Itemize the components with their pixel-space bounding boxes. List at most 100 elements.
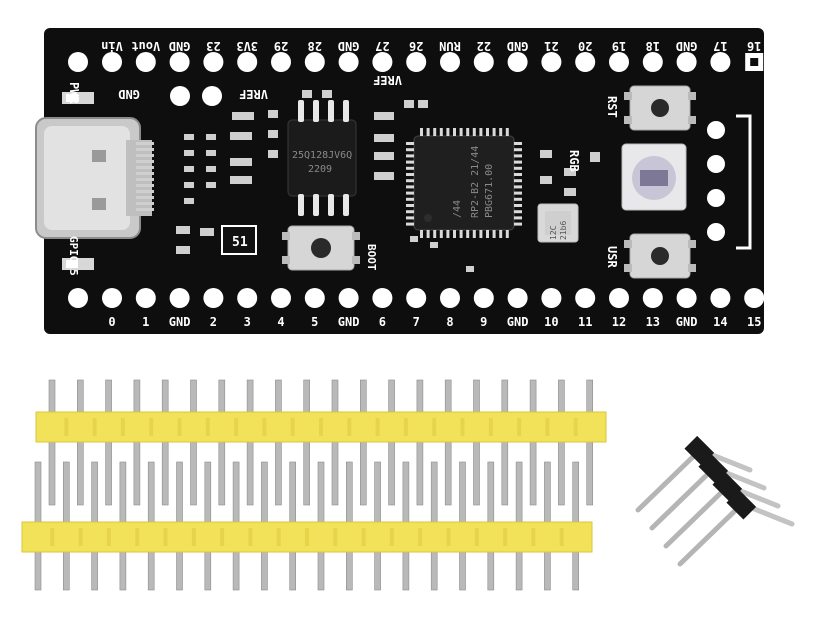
top-header-holes <box>68 52 764 72</box>
mcu-leg <box>439 230 443 238</box>
mcu-leg <box>459 230 463 238</box>
smd-part <box>374 112 394 120</box>
mcu-leg <box>472 230 476 238</box>
header-hole <box>609 52 629 72</box>
mcu-leg <box>433 128 437 136</box>
housing-notch <box>234 418 239 436</box>
usr-label: USR <box>605 246 619 268</box>
housing-notch <box>205 418 210 436</box>
mcu-leg <box>439 128 443 136</box>
usb-c-connector <box>35 117 154 239</box>
header-hole <box>440 288 460 308</box>
usb-contact <box>136 148 154 151</box>
housing-notch <box>333 528 338 546</box>
header-hole <box>710 52 731 72</box>
mcu-leg <box>406 154 414 158</box>
right-angle-housing-segment <box>726 489 757 520</box>
mcu-text-2: RP2-B2 21/44 <box>470 146 481 218</box>
header-hole <box>744 288 765 308</box>
header-hole <box>135 52 156 72</box>
vref-label-2: VREF <box>373 73 402 87</box>
header-hole <box>609 288 629 308</box>
mcu-leg <box>406 210 414 214</box>
usb-contact <box>136 166 154 169</box>
usb-contact <box>136 202 154 205</box>
bottom-pin-label: 5 <box>311 315 318 329</box>
top-pin-label: GND <box>676 39 698 53</box>
bottom-pin-label: 1 <box>142 315 149 329</box>
bottom-pin-label: 14 <box>713 315 727 329</box>
mcu-leg <box>514 204 522 207</box>
header-hole <box>710 288 731 308</box>
mcu-leg <box>466 128 470 136</box>
housing-notch <box>474 528 479 546</box>
flash-leg <box>343 100 349 122</box>
mcu-leg <box>459 128 463 136</box>
mcu-leg <box>433 230 437 238</box>
housing-notch <box>78 528 83 546</box>
flash-leg <box>298 100 304 122</box>
header-hole <box>203 52 224 72</box>
flash-leg <box>328 100 334 122</box>
header-hole <box>642 52 663 72</box>
header-hole <box>406 52 427 72</box>
usb-contact <box>136 154 154 157</box>
housing-notch <box>50 528 55 546</box>
mcu-leg <box>514 216 522 220</box>
header-hole <box>338 288 359 308</box>
mcu-leg <box>514 185 522 189</box>
gpio25-label: GPIO25 <box>67 236 80 276</box>
mcu-leg <box>406 179 414 183</box>
crystal-text-2: 21b6 <box>559 221 568 240</box>
housing-notch <box>177 418 182 436</box>
bottom-pin-label: 8 <box>446 315 453 329</box>
mcu-leg <box>426 128 430 136</box>
smd-part <box>374 172 394 180</box>
usb-contact <box>136 172 154 175</box>
bottom-pin-label: 10 <box>544 315 558 329</box>
top-pin-label: 3V3 <box>236 39 258 53</box>
header-hole <box>575 52 596 72</box>
usb-contact <box>136 208 154 211</box>
top-pin-label: 28 <box>308 39 322 53</box>
pin-header-strip-1 <box>35 379 607 506</box>
header-hole <box>338 52 359 72</box>
housing-notch <box>163 528 168 546</box>
top-pin-label: GND <box>507 39 529 53</box>
smd-part <box>184 150 194 156</box>
header-hole <box>676 288 697 308</box>
mcu-text-1: /44 <box>452 200 463 218</box>
smd-part <box>206 182 216 188</box>
housing-notch <box>276 528 281 546</box>
mcu-leg <box>514 191 522 195</box>
bottom-header-holes <box>68 288 765 308</box>
crystal-text-1: 12C <box>549 225 558 240</box>
flash-chip: 25Q128JV6Q 2209 <box>287 100 357 216</box>
housing-notch <box>149 418 154 436</box>
gpio25-led <box>62 258 94 270</box>
flash-leg <box>313 100 319 122</box>
housing-notch <box>531 528 536 546</box>
housing-notch <box>135 528 140 546</box>
mcu-leg <box>514 197 522 201</box>
smd-part <box>230 132 252 140</box>
bottom-pin-label: 11 <box>578 315 592 329</box>
smd-part <box>590 152 600 162</box>
right-angle-pin-leg <box>663 483 731 549</box>
mcu-leg <box>406 197 414 201</box>
housing-notch <box>503 528 508 546</box>
mcu-leg <box>420 230 423 238</box>
mcu-leg <box>492 128 496 136</box>
header-hole <box>102 52 122 72</box>
right-angle-pin-leg <box>635 447 703 513</box>
bottom-pin-label: 9 <box>480 315 487 329</box>
mcu-leg <box>406 222 414 226</box>
right-edge-holes <box>707 114 752 250</box>
bottom-pin-label: 2 <box>210 315 217 329</box>
mcu-chip: /44 RP2-B2 21/44 PBG671.00 <box>406 128 522 238</box>
top-pin-label: 18 <box>646 39 660 53</box>
top-pin-label: GND <box>338 39 360 53</box>
mcu-leg <box>505 230 509 238</box>
gnd-pad <box>170 86 190 106</box>
smd-part <box>230 158 252 166</box>
